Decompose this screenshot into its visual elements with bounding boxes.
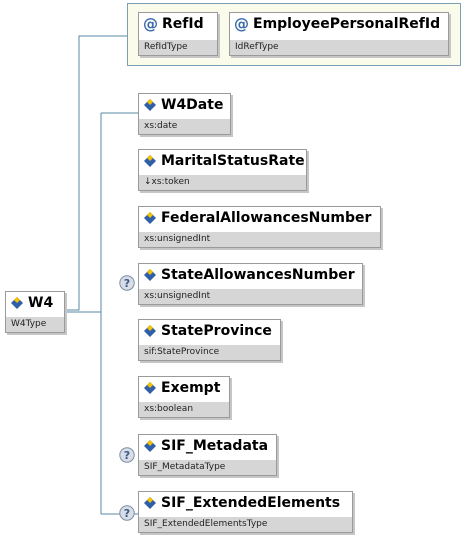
element-name: FederalAllowancesNumber [161,210,372,226]
element-name: StateProvince [161,323,272,339]
element-exempt[interactable]: Exempt xs:boolean [138,376,230,418]
element-stateprovince[interactable]: StateProvince sif:StateProvince [138,319,281,361]
element-diamond-icon [143,98,157,112]
element-type: xs:unsignedInt [139,289,362,304]
attribute-refid[interactable]: @ RefId RefIdType [138,12,218,56]
element-name: W4Date [161,97,224,113]
attribute-type: RefIdType [139,40,217,55]
element-sif-metadata[interactable]: SIF_Metadata SIF_MetadataType [138,434,277,476]
element-diamond-icon [143,324,157,338]
element-federalallowancesnumber[interactable]: FederalAllowancesNumber xs:unsignedInt [138,206,381,248]
element-diamond-icon [143,496,157,510]
attribute-employeepersonalrefid[interactable]: @ EmployeePersonalRefId IdRefType [229,12,449,56]
element-type: W4Type [6,317,64,332]
element-diamond-icon [143,268,157,282]
at-sign-icon: @ [143,14,158,33]
element-diamond-icon [143,211,157,225]
root-element-w4[interactable]: W4 W4Type [5,291,65,333]
element-type: SIF_ExtendedElementsType [139,517,352,532]
element-name: W4 [28,295,54,311]
element-name: StateAllowancesNumber [161,267,355,283]
element-type: sif:StateProvince [139,345,280,360]
element-maritalstatusrate[interactable]: MaritalStatusRate ↓xs:token [138,149,307,191]
svg-text:?: ? [124,507,130,520]
element-diamond-icon [143,439,157,453]
question-mark-icon: ? [119,275,135,291]
element-name: MaritalStatusRate [161,153,305,169]
element-name: SIF_ExtendedElements [161,495,341,511]
element-type: xs:boolean [139,402,229,417]
element-diamond-icon [143,154,157,168]
element-diamond-icon [143,381,157,395]
element-type: ↓xs:token [139,175,306,190]
attribute-name: EmployeePersonalRefId [253,16,441,32]
element-sif-extendedelements[interactable]: SIF_ExtendedElements SIF_ExtendedElement… [138,491,353,533]
question-mark-icon: ? [119,447,135,463]
element-type: xs:unsignedInt [139,232,380,247]
element-w4date[interactable]: W4Date xs:date [138,93,231,135]
attribute-type: IdRefType [230,40,448,55]
attribute-group: @ RefId RefIdType @ EmployeePersonalRefI… [127,3,461,66]
element-diamond-icon [10,296,24,310]
element-name: SIF_Metadata [161,438,269,454]
element-name: Exempt [161,380,221,396]
svg-text:?: ? [124,449,130,462]
attribute-name: RefId [162,16,204,32]
at-sign-icon: @ [234,14,249,33]
attribute-connector [65,35,127,311]
element-type: SIF_MetadataType [139,460,276,475]
element-type: xs:date [139,119,230,134]
question-mark-icon: ? [119,505,135,521]
svg-text:?: ? [124,277,130,290]
element-stateallowancesnumber[interactable]: StateAllowancesNumber xs:unsignedInt [138,263,363,305]
